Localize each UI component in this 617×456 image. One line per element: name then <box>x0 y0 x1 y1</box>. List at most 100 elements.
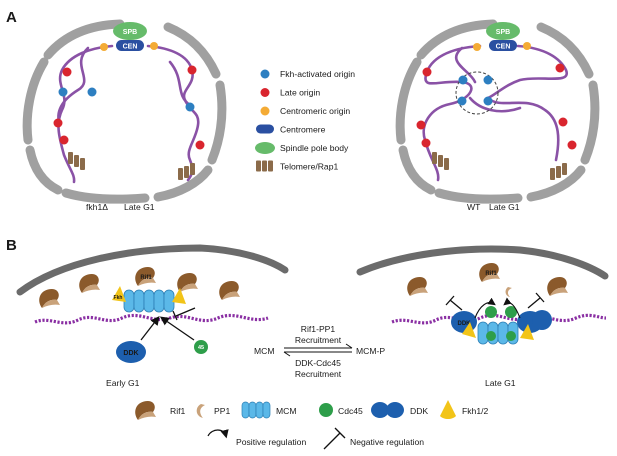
arrow-bottom-line2: Recruitment <box>295 369 342 379</box>
ddk-label: DDK <box>458 321 472 327</box>
mcm-legend-icon <box>241 401 271 419</box>
cen-label: CEN <box>123 44 138 51</box>
late-origin-icon <box>187 65 197 75</box>
late-origin-icon <box>567 140 577 150</box>
cdc45-legend-icon <box>319 403 333 417</box>
late-origin-icon <box>195 140 205 150</box>
spb-label: SPB <box>123 29 137 36</box>
pp1-legend-icon <box>196 404 205 418</box>
legend-fkh: Fkh1/2 <box>462 406 488 416</box>
late-origin-icon <box>416 120 426 130</box>
legend-negative: Negative regulation <box>350 437 424 447</box>
cdc45-icon <box>194 340 208 354</box>
legend-a-label: Centromere <box>280 125 326 135</box>
caption-wt: WT <box>467 202 481 212</box>
cen-label: CEN <box>496 44 511 51</box>
nucleus-wt: SPB CEN <box>395 19 600 204</box>
mcm-reaction: MCM MCM-P Rif1-PP1 Recruitment DDK-Cdc45… <box>254 324 385 379</box>
legend-cdc45: Cdc45 <box>338 406 363 416</box>
orange-origin-icon <box>260 106 270 116</box>
caption-late-g1-left: Late G1 <box>124 202 155 212</box>
cdc45-icon <box>486 331 496 341</box>
centromeric-origin-icon <box>523 42 531 50</box>
late-origin-icon <box>555 63 565 73</box>
fkh-label: Fkh <box>114 295 123 301</box>
centromeric-origin-icon <box>100 43 108 51</box>
spb-icon <box>113 22 147 40</box>
ddk-label: DDK <box>123 350 138 357</box>
caption-early-g1: Early G1 <box>106 378 140 388</box>
telomere-icon <box>178 163 195 180</box>
scene-late-g1: Rif1 DDK <box>356 245 609 345</box>
pp1-icon <box>505 287 512 297</box>
late-origin-icon <box>558 117 568 127</box>
legend-mcm: MCM <box>276 406 297 416</box>
rif1-legend-icon <box>135 401 156 420</box>
arrow-bottom-line1: DDK-Cdc45 <box>295 358 341 368</box>
panel-label-a: A <box>6 9 17 26</box>
fkh-origin-icon <box>457 96 467 106</box>
centromeric-origin-icon <box>473 43 481 51</box>
legend-a-label: Spindle pole body <box>280 143 349 153</box>
rif1-label: Rif1 <box>485 271 497 277</box>
scene-early-g1: Rif1 Fkh DDK 45 <box>16 244 289 363</box>
mcm-complex <box>123 289 175 313</box>
centromere-icon <box>489 40 517 51</box>
ddk-legend-icon <box>371 402 389 418</box>
late-origin-icon <box>53 118 63 128</box>
legend-ddk: DDK <box>410 406 428 416</box>
blue-origin-icon <box>260 69 270 79</box>
legend-a-label: Fkh-activated origin <box>280 69 355 79</box>
fkh-origin-icon <box>87 87 97 97</box>
legend-a-label: Late origin <box>280 88 320 98</box>
ddk-icon <box>116 341 146 363</box>
spb-icon <box>255 142 275 154</box>
cdc45-label: 45 <box>198 345 204 351</box>
late-origin-icon <box>62 67 72 77</box>
fkh-icon <box>112 286 126 302</box>
mcm-label: MCM <box>254 346 275 356</box>
cdc45-icon <box>485 306 497 318</box>
rif1-icon <box>219 281 240 300</box>
nucleus-fkh1-delta: SPB CEN <box>22 19 227 204</box>
caption-late-g1-b: Late G1 <box>485 378 516 388</box>
rif1-icon <box>39 289 60 308</box>
panel-label-b: B <box>6 237 17 254</box>
caption-late-g1-right: Late G1 <box>489 202 520 212</box>
legend-a-label: Centromeric origin <box>280 106 350 116</box>
late-origin-icon <box>59 135 69 145</box>
cdc45-icon <box>506 331 516 341</box>
ddk-icon <box>532 310 552 330</box>
positive-regulation-icon <box>207 429 229 439</box>
mcm-p-label: MCM-P <box>356 346 385 356</box>
legend-pp1: PP1 <box>214 406 230 416</box>
legend-rif1: Rif1 <box>170 406 186 416</box>
spb-label: SPB <box>496 29 510 36</box>
fkh-origin-icon <box>483 75 493 85</box>
centromeric-origin-icon <box>150 42 158 50</box>
centromere-icon <box>116 40 144 51</box>
centromere-icon <box>256 124 274 134</box>
rif1-icon <box>547 277 568 296</box>
telomere-icon <box>432 152 449 170</box>
fkh-origin-icon <box>185 102 195 112</box>
arrow-top-line2: Recruitment <box>295 335 342 345</box>
cdc45-icon <box>505 306 517 318</box>
red-origin-icon <box>260 88 270 97</box>
spb-icon <box>486 22 520 40</box>
fkh-legend-icon <box>440 400 456 419</box>
negative-regulation-icon <box>323 432 341 450</box>
rif1-icon <box>407 277 428 296</box>
caption-fkh1-delta: fkh1Δ <box>86 202 108 212</box>
late-origin-icon <box>421 138 431 148</box>
fkh-origin-icon <box>58 87 68 97</box>
fkh-icon <box>462 322 476 338</box>
rif1-label: Rif1 <box>140 275 152 281</box>
telomere-icon <box>550 163 567 180</box>
fkh-icon <box>520 324 534 340</box>
late-origin-icon <box>422 67 432 77</box>
telomere-icon <box>256 160 273 172</box>
fkh-origin-icon <box>458 75 468 85</box>
